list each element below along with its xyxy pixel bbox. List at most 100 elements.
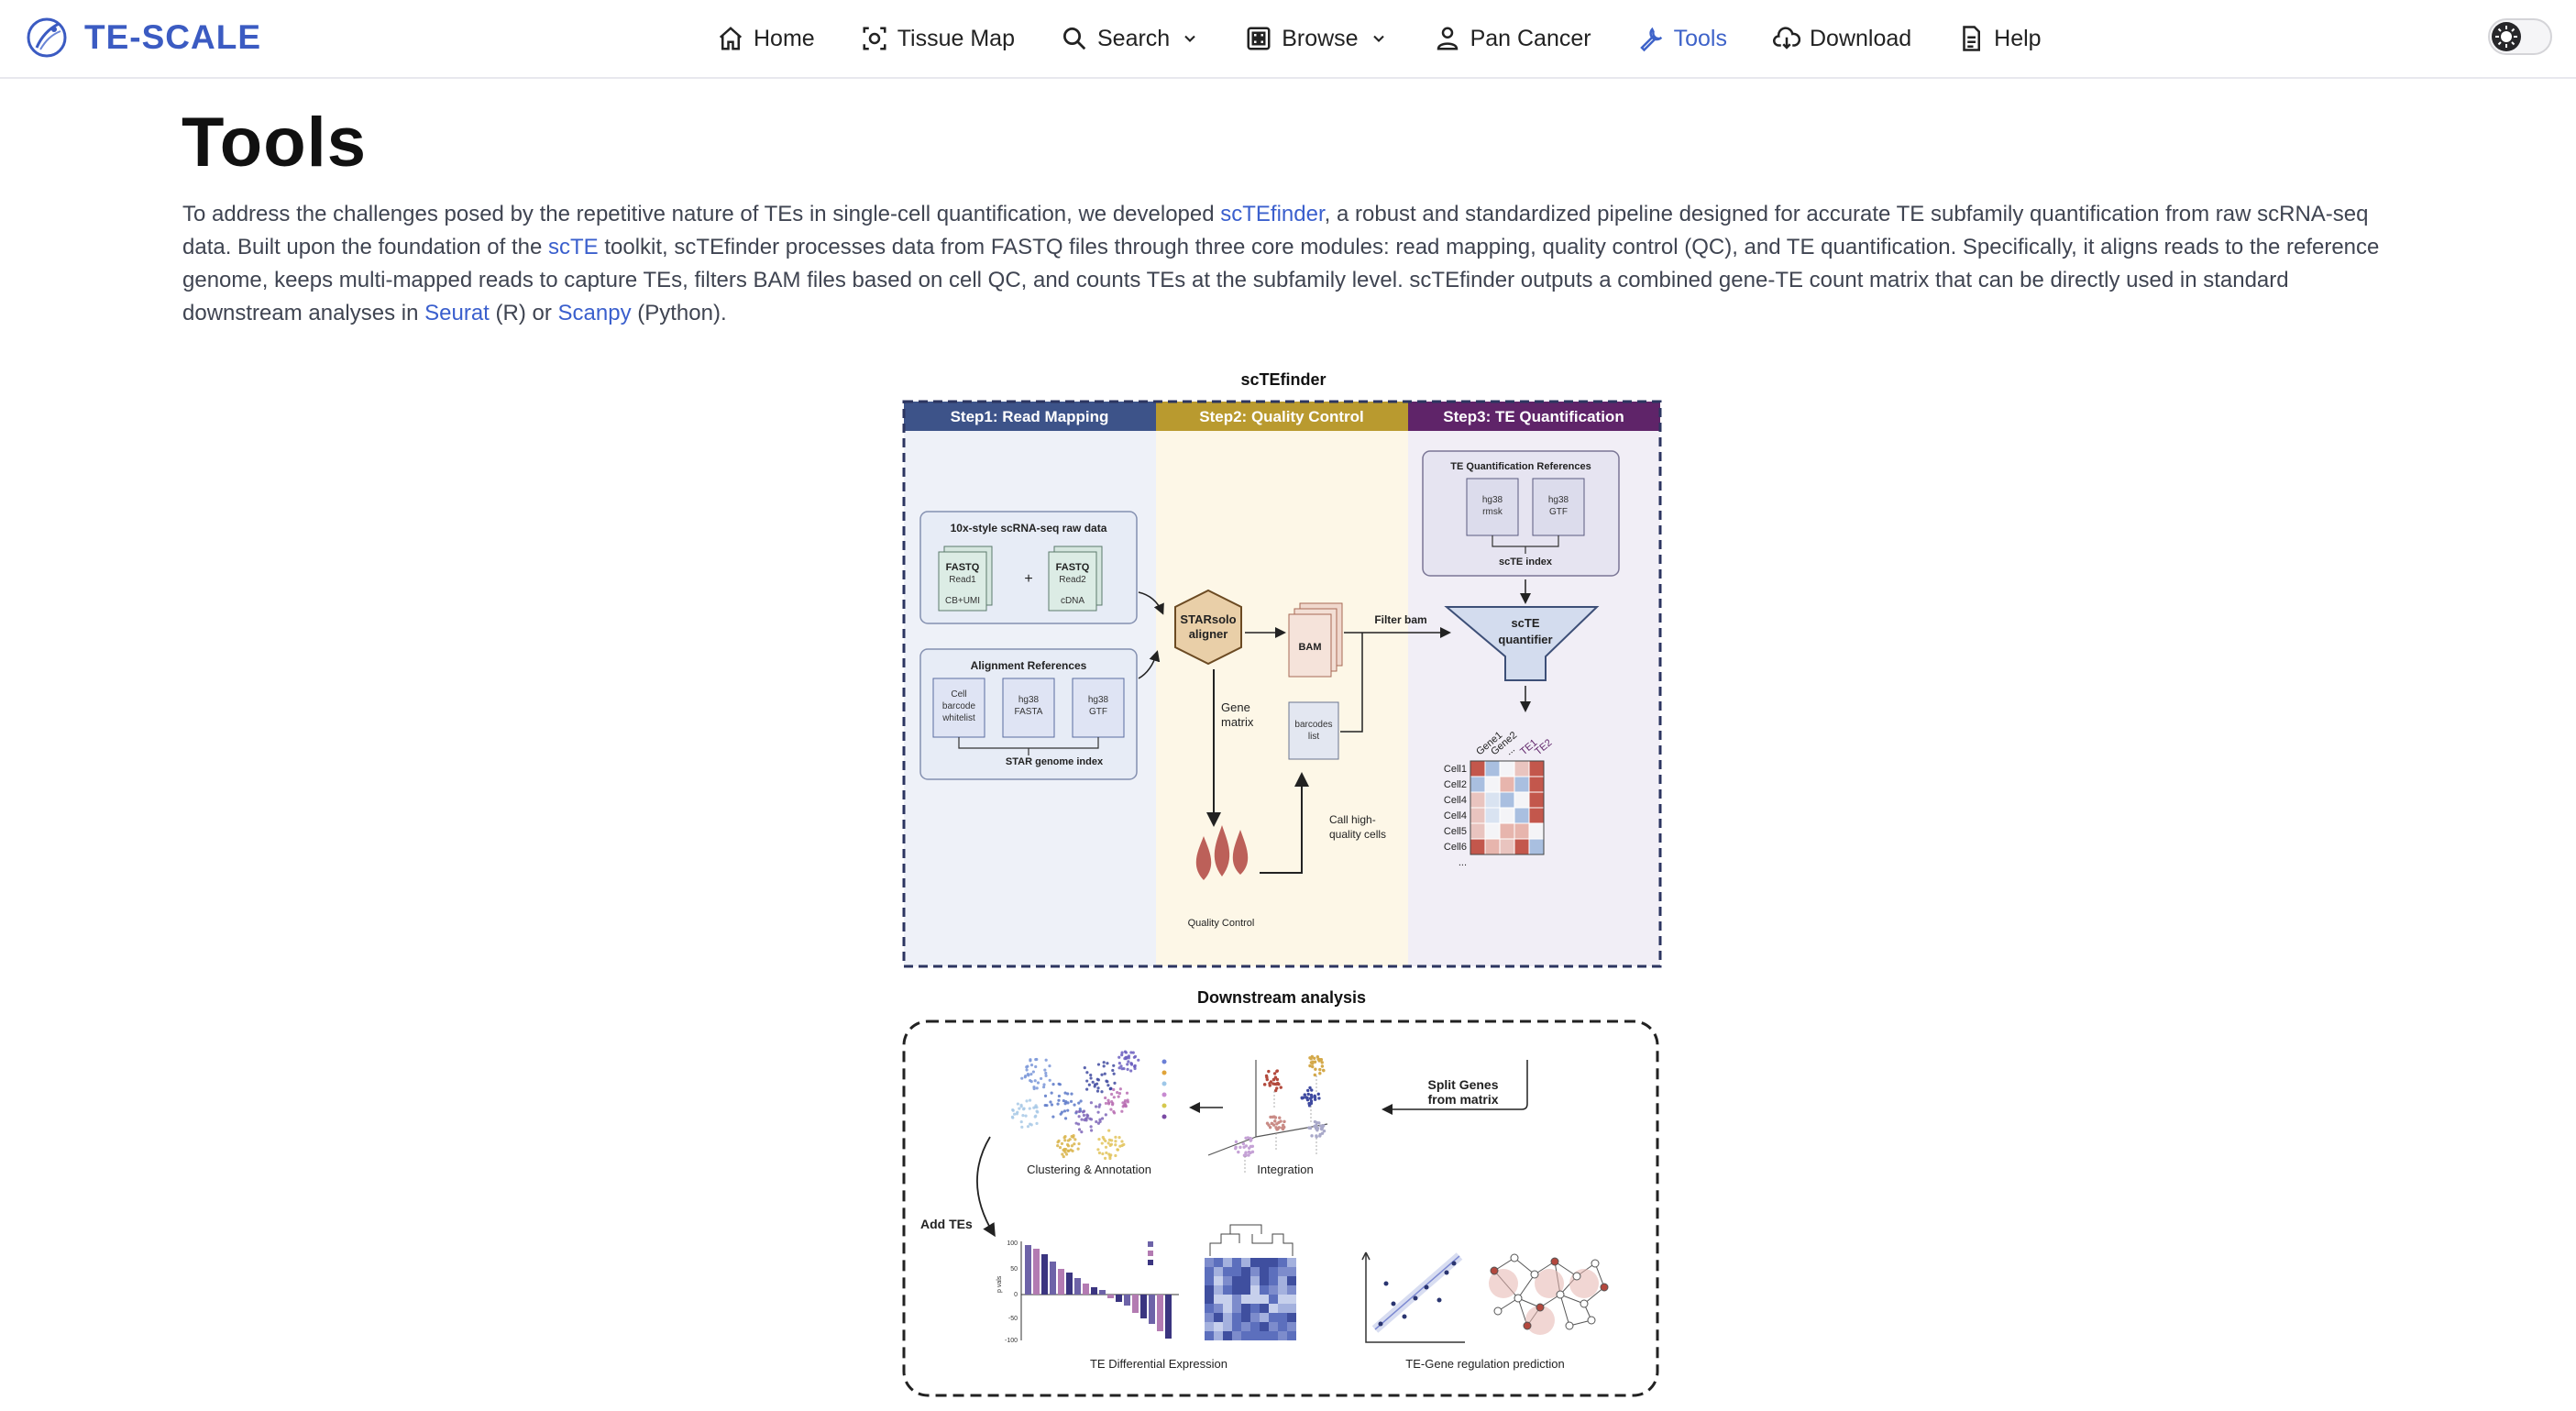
split-genes-l1: Split Genes — [1427, 1077, 1498, 1092]
network-edge — [1583, 1286, 1605, 1305]
nav-item-label: Pan Cancer — [1470, 25, 1591, 51]
raw-data-title: 10x-style scRNA-seq raw data — [951, 522, 1107, 535]
scanpy-link[interactable]: Scanpy — [557, 301, 632, 325]
heatmap-cell — [1214, 1295, 1223, 1304]
nav-item-download[interactable]: Download — [1773, 0, 1911, 77]
matrix-cell — [1470, 822, 1486, 840]
network-node — [1490, 1266, 1499, 1275]
brand-name[interactable]: TE-SCALE — [84, 18, 261, 56]
umap-point — [1079, 1099, 1083, 1103]
heatmap-cell — [1214, 1258, 1223, 1267]
matrix-cell — [1514, 807, 1530, 824]
nav-item-search[interactable]: Search — [1061, 0, 1199, 77]
nav-item-tissue-map[interactable]: Tissue Map — [861, 0, 1015, 77]
heatmap-cell — [1269, 1295, 1278, 1304]
integration-point — [1316, 1128, 1319, 1132]
barcodes-l1: barcodes — [1294, 720, 1332, 730]
nav-item-pan-cancer[interactable]: Pan Cancer — [1434, 0, 1591, 77]
umap-point — [1117, 1055, 1121, 1059]
umap-point — [1031, 1070, 1035, 1074]
te-scale-logo-icon[interactable] — [24, 15, 70, 61]
umap-point — [1103, 1156, 1107, 1160]
heatmap-cell — [1232, 1258, 1241, 1267]
nav-item-home[interactable]: Home — [717, 0, 815, 77]
network-node — [1514, 1294, 1523, 1303]
theme-toggle[interactable] — [2488, 18, 2552, 55]
heatmap-cell — [1232, 1313, 1241, 1322]
umap-point — [1125, 1055, 1129, 1059]
integration-point — [1275, 1069, 1279, 1074]
integration-point — [1320, 1061, 1324, 1064]
step2-header — [1156, 402, 1408, 431]
umap-point — [1086, 1114, 1090, 1118]
heatmap-cell — [1278, 1258, 1287, 1267]
heatmap-cell — [1260, 1313, 1269, 1322]
network-edge — [1514, 1257, 1536, 1275]
gene-matrix-l2: matrix — [1221, 715, 1254, 729]
de-bar — [1083, 1284, 1089, 1295]
heatmap-cell — [1250, 1285, 1260, 1295]
umap-point — [1098, 1118, 1102, 1121]
umap-point — [1120, 1140, 1124, 1143]
umap-point — [1016, 1102, 1019, 1106]
heatmap-cell — [1250, 1331, 1260, 1340]
umap-point — [1063, 1139, 1067, 1142]
umap-point — [1062, 1109, 1067, 1113]
nav-item-tools[interactable]: Tools — [1637, 0, 1727, 77]
umap-point — [1082, 1109, 1086, 1113]
matrix-row-label: Cell2 — [1444, 779, 1467, 790]
de-bar — [1066, 1273, 1073, 1295]
sctefinder-link[interactable]: scTEfinder — [1220, 202, 1325, 226]
integration-point — [1308, 1126, 1313, 1130]
heatmap-cell — [1241, 1267, 1250, 1276]
alignment-references-title: Alignment References — [971, 659, 1087, 672]
umap-point — [1129, 1069, 1133, 1073]
nav-item-help[interactable]: Help — [1957, 0, 2042, 77]
fastq2-content: cDNA — [1061, 596, 1084, 606]
nav-item-browse[interactable]: Browse — [1245, 0, 1387, 77]
scte-link[interactable]: scTE — [547, 235, 599, 259]
integration-point — [1322, 1068, 1326, 1073]
heatmap-cell — [1205, 1322, 1214, 1331]
umap-point — [1100, 1090, 1104, 1094]
umap-point — [1118, 1087, 1122, 1091]
umap-point — [1117, 1095, 1120, 1098]
umap-point — [1104, 1113, 1107, 1117]
umap-point — [1112, 1064, 1116, 1067]
umap-point — [1095, 1119, 1098, 1124]
umap-point — [1114, 1140, 1117, 1143]
matrix-cell — [1484, 791, 1501, 809]
heatmap-cell — [1278, 1331, 1287, 1340]
integration-point — [1244, 1144, 1249, 1148]
integration-point — [1234, 1140, 1238, 1144]
umap-point — [1114, 1153, 1117, 1158]
fasta-l1: hg38 — [1018, 695, 1040, 705]
integration-point — [1274, 1126, 1278, 1130]
matrix-row-label: Cell6 — [1444, 842, 1467, 853]
umap-point — [1117, 1066, 1121, 1070]
umap-point — [1096, 1110, 1100, 1114]
umap-point — [1104, 1101, 1108, 1106]
matrix-cell — [1514, 838, 1530, 855]
desc-text: (R) or — [489, 301, 558, 325]
home-icon — [719, 27, 743, 50]
umap-point — [1120, 1067, 1124, 1071]
umap-point — [1126, 1067, 1129, 1071]
integration-point — [1317, 1057, 1321, 1062]
umap-point — [1116, 1148, 1120, 1152]
umap-point — [1111, 1068, 1115, 1073]
umap-point — [1066, 1092, 1070, 1096]
seurat-link[interactable]: Seurat — [424, 301, 490, 325]
umap-point — [1076, 1122, 1081, 1126]
umap-point — [1033, 1105, 1038, 1109]
starsolo-aligner-node — [1174, 589, 1242, 666]
umap-point — [1035, 1121, 1039, 1126]
integration-point — [1305, 1096, 1309, 1100]
umap-point — [1020, 1125, 1024, 1129]
axis-tick: 50 — [1010, 1266, 1018, 1273]
integration-point — [1249, 1144, 1253, 1149]
heatmap-cell — [1223, 1295, 1232, 1304]
umap-point — [1060, 1141, 1064, 1145]
heatmap-cell — [1223, 1267, 1232, 1276]
umap-point — [1112, 1096, 1116, 1099]
